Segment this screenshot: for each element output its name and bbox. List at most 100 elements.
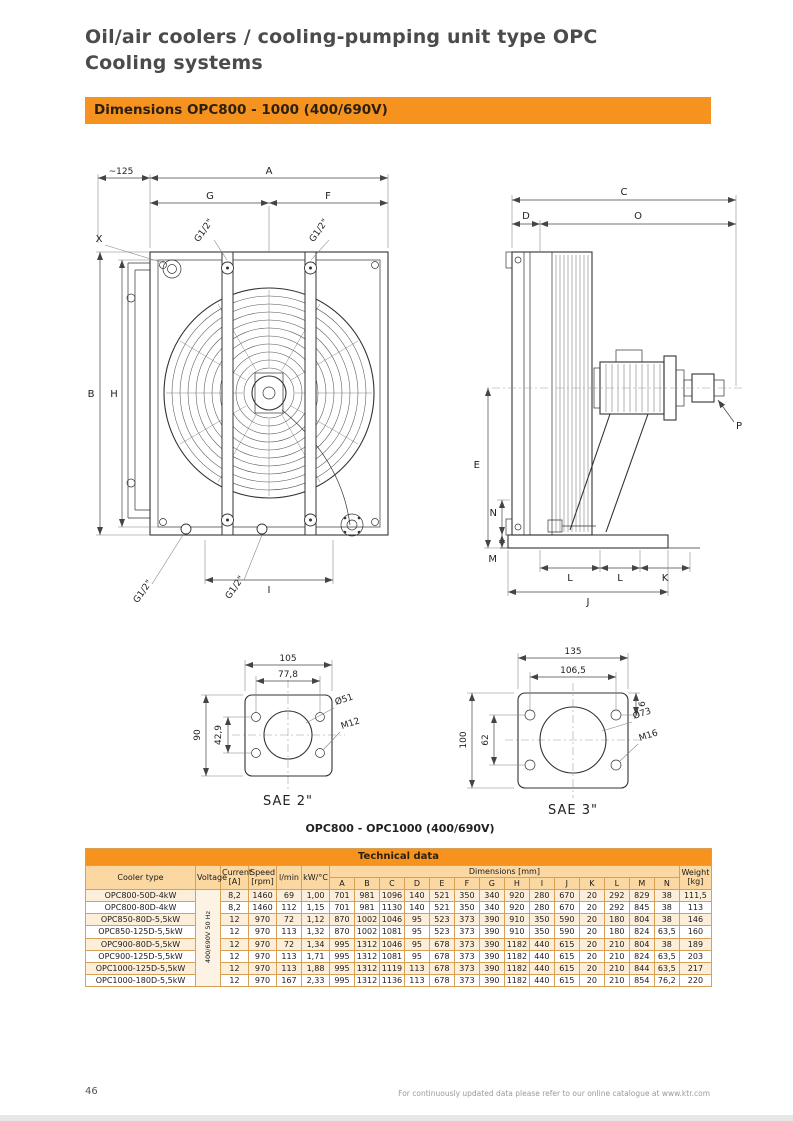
value-cell: 113 [403, 974, 430, 988]
value-cell: 995 [329, 974, 355, 988]
value-cell: 910 [503, 913, 530, 927]
value-cell: 1,32 [301, 925, 330, 939]
value-cell: 373 [453, 961, 480, 976]
detail-label-x: X [96, 234, 103, 245]
value-cell: 1,34 [301, 937, 330, 951]
page-edge-strip [0, 1115, 793, 1121]
sae3-bore-label: Ø73 [632, 706, 653, 722]
value-cell: 203 [678, 949, 713, 964]
header-cooler-type: Cooler type [85, 864, 196, 890]
side-view-drawing: C D O E N M J L L K P [474, 187, 742, 608]
value-cell: 440 [528, 949, 555, 964]
value-cell: 615 [553, 974, 580, 988]
value-cell: 590 [553, 925, 580, 939]
value-cell: 12 [220, 961, 249, 976]
value-cell: 69 [276, 888, 302, 903]
value-cell: 63,5 [653, 961, 680, 976]
value-cell: 804 [628, 913, 655, 927]
value-cell: 440 [528, 937, 555, 951]
value-cell: 523 [428, 913, 455, 927]
value-cell: 340 [478, 888, 505, 903]
value-cell: 113 [276, 949, 302, 964]
dim-column-header-g: G [478, 876, 505, 890]
dim-label-o: O [634, 211, 642, 222]
value-cell: 844 [628, 961, 655, 976]
value-cell: 615 [553, 961, 580, 976]
dim-label-i: I [268, 585, 271, 596]
value-cell: 72 [276, 937, 302, 951]
value-cell: 970 [248, 925, 277, 939]
cooler-type-cell: OPC1000-125D-5,5kW [85, 961, 196, 976]
header-current: Current[A] [220, 864, 252, 890]
value-cell: 189 [678, 937, 713, 951]
value-cell: 1312 [353, 937, 380, 951]
dim-label-e: E [474, 460, 480, 471]
value-cell: 678 [428, 961, 455, 976]
dim-label-k: K [662, 573, 669, 584]
value-cell: 1182 [503, 949, 530, 964]
sae2-thread-label: M12 [340, 716, 361, 731]
value-cell: 870 [329, 925, 355, 939]
cooler-type-cell: OPC800-80D-4kW [85, 901, 196, 915]
value-cell: 970 [248, 974, 277, 988]
sae3-flange-drawing: 135 106,5 6 100 62 Ø73 M16 SAE 3" [459, 647, 659, 818]
value-cell: 350 [528, 925, 555, 939]
value-cell: 20 [578, 974, 605, 988]
port-label-bottom-center: G1/2" [224, 574, 247, 601]
value-cell: 1312 [353, 961, 380, 976]
dim-column-header-b: B [353, 876, 380, 890]
value-cell: 523 [428, 925, 455, 939]
header-capacity: kW/°C [301, 864, 330, 890]
value-cell: 63,5 [653, 949, 680, 964]
value-cell: 390 [478, 925, 505, 939]
value-cell: 340 [478, 901, 505, 915]
value-cell: 20 [578, 925, 605, 939]
value-cell: 615 [553, 937, 580, 951]
value-cell: 113 [403, 961, 430, 976]
value-cell: 8,2 [220, 888, 249, 903]
sae3-thread-label: M16 [638, 728, 660, 744]
value-cell: 1460 [248, 901, 277, 915]
value-cell: 678 [428, 949, 455, 964]
sae2-bore-label: Ø51 [334, 692, 355, 708]
value-cell: 824 [628, 949, 655, 964]
value-cell: 1,15 [301, 901, 330, 915]
dim-column-header-e: E [428, 876, 455, 890]
value-cell: 146 [678, 913, 713, 927]
value-cell: 1,12 [301, 913, 330, 927]
cooler-type-cell: OPC1000-180D-5,5kW [85, 974, 196, 988]
value-cell: 1,71 [301, 949, 330, 964]
value-cell: 1046 [378, 913, 405, 927]
value-cell: 590 [553, 913, 580, 927]
value-cell: 38 [653, 901, 680, 915]
dim-label-c: C [621, 187, 628, 198]
page-title-line2: Cooling systems [85, 52, 263, 74]
dim-column-header-j: J [553, 876, 580, 890]
value-cell: 910 [503, 925, 530, 939]
value-cell: 804 [628, 937, 655, 951]
dim-label-offset125: ~125 [109, 167, 134, 177]
value-cell: 1119 [378, 961, 405, 976]
value-cell: 521 [428, 888, 455, 903]
sae3-dim-bolt-height: 62 [481, 734, 491, 745]
sae3-dim-width: 135 [564, 647, 581, 657]
value-cell: 210 [603, 974, 630, 988]
value-cell: 280 [528, 901, 555, 915]
footer-page-number: 46 [85, 1086, 98, 1097]
header-dimensions: Dimensions [mm] [329, 864, 680, 878]
value-cell: 1312 [353, 949, 380, 964]
value-cell: 701 [329, 901, 355, 915]
value-cell: 95 [403, 913, 430, 927]
dim-label-m: M [488, 554, 497, 565]
dim-label-d: D [522, 211, 530, 222]
value-cell: 210 [603, 937, 630, 951]
dim-column-header-c: C [378, 876, 405, 890]
value-cell: 1,00 [301, 888, 330, 903]
value-cell: 1182 [503, 961, 530, 976]
value-cell: 292 [603, 901, 630, 915]
